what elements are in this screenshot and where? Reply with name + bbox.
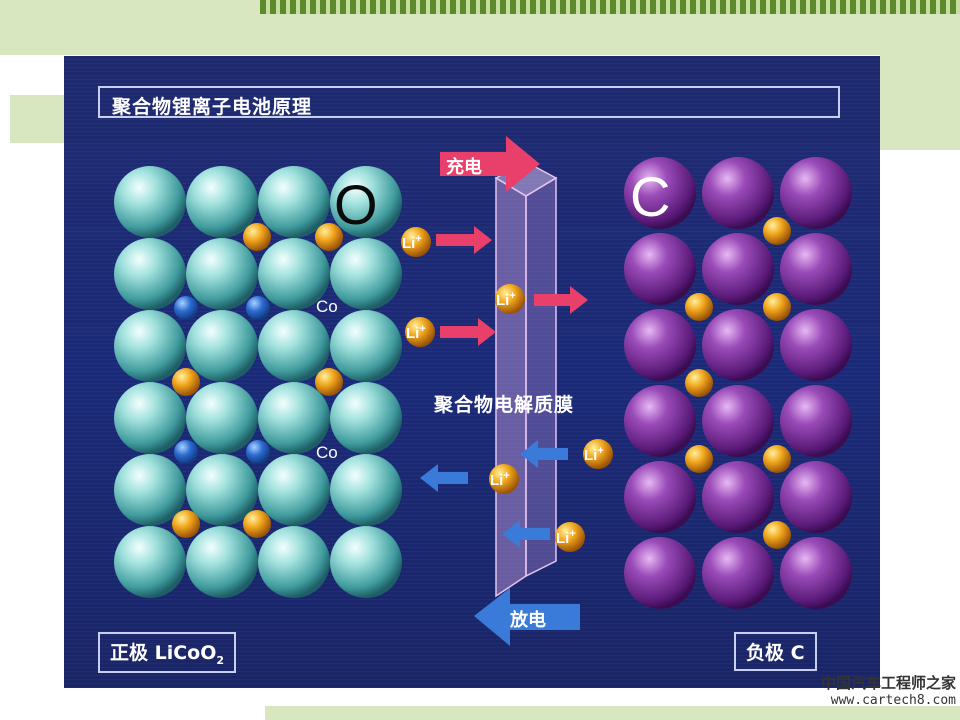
carbon-atom xyxy=(624,157,696,229)
carbon-atom xyxy=(702,461,774,533)
lithium-atom xyxy=(243,510,271,538)
li-ion-discharge-arrows xyxy=(420,440,568,548)
lithium-atom xyxy=(172,368,200,396)
migrating-li-ions xyxy=(401,227,613,552)
lithium-atom xyxy=(763,445,791,473)
cobalt-label: Co xyxy=(316,443,338,462)
lithium-atom xyxy=(763,293,791,321)
oxygen-atom xyxy=(114,382,186,454)
carbon-atom xyxy=(624,309,696,381)
oxygen-symbol: O xyxy=(334,173,378,236)
carbon-symbol: C xyxy=(630,165,670,228)
anode-carbon-lattice xyxy=(624,157,852,609)
slide-footer-band xyxy=(265,706,960,720)
oxygen-atom xyxy=(258,454,330,526)
lithium-atom xyxy=(685,293,713,321)
oxygen-atom xyxy=(114,526,186,598)
cathode-label-text: 正极 LiCoO xyxy=(110,642,217,664)
oxygen-atom xyxy=(114,454,186,526)
carbon-atom xyxy=(624,233,696,305)
anode-label: 负极 C xyxy=(734,632,817,671)
discharge-label: 放电 xyxy=(509,609,546,631)
cathode-label: 正极 LiCoO2 xyxy=(98,632,237,673)
carbon-atom xyxy=(780,157,852,229)
charge-arrow xyxy=(440,136,540,192)
cobalt-atom xyxy=(246,440,270,464)
oxygen-atom xyxy=(258,526,330,598)
slide-right-band xyxy=(880,55,960,150)
battery-diagram-panel: 聚合物锂离子电池原理 xyxy=(64,56,880,688)
discharge-arrow xyxy=(474,588,580,646)
watermark-url: www.cartech8.com xyxy=(830,693,956,708)
oxygen-atom xyxy=(186,526,258,598)
li-ion-labels: Li+ Li+ Li+ Li+ Li+ Li+ xyxy=(402,233,604,547)
oxygen-atom xyxy=(186,310,258,382)
carbon-atom xyxy=(780,461,852,533)
carbon-atom xyxy=(780,537,852,609)
cobalt-label: Co xyxy=(316,297,338,316)
lithium-atom xyxy=(685,369,713,397)
carbon-atom xyxy=(702,233,774,305)
carbon-atom xyxy=(702,537,774,609)
cobalt-labels: Co Co xyxy=(316,297,338,462)
carbon-atom xyxy=(702,309,774,381)
slide-left-tab xyxy=(10,95,70,143)
cobalt-atom xyxy=(246,296,270,320)
li-ion-charge-arrows xyxy=(436,226,588,346)
oxygen-atom xyxy=(330,454,402,526)
oxygen-atom xyxy=(330,526,402,598)
oxygen-atom xyxy=(186,166,258,238)
lithium-atom xyxy=(315,223,343,251)
anode-lithium-atoms xyxy=(685,217,791,549)
oxygen-atom xyxy=(186,382,258,454)
oxygen-atom xyxy=(114,166,186,238)
oxygen-atom xyxy=(330,310,402,382)
slide-header-stripe xyxy=(260,0,960,14)
cathode-label-subscript: 2 xyxy=(216,653,225,667)
oxygen-atom xyxy=(186,454,258,526)
diagram-title: 聚合物锂离子电池原理 xyxy=(112,96,313,118)
carbon-atom xyxy=(780,233,852,305)
watermark: 中国汽车工程师之家 www.cartech8.com xyxy=(821,672,956,708)
oxygen-atom xyxy=(186,238,258,310)
cathode-interstitial-atoms xyxy=(172,223,343,538)
watermark-cn: 中国汽车工程师之家 xyxy=(820,674,956,692)
oxygen-atom xyxy=(114,310,186,382)
title-box: 聚合物锂离子电池原理 xyxy=(98,86,840,118)
cathode-oxygen-lattice xyxy=(114,166,402,598)
carbon-atom xyxy=(780,385,852,457)
lithium-atom xyxy=(763,521,791,549)
membrane-label: 聚合物电解质膜 xyxy=(434,394,575,416)
cobalt-atom xyxy=(174,296,198,320)
oxygen-atom xyxy=(330,166,402,238)
carbon-atom xyxy=(702,157,774,229)
charge-label: 充电 xyxy=(446,156,482,178)
lithium-atom xyxy=(172,510,200,538)
oxygen-atom xyxy=(258,166,330,238)
carbon-atom xyxy=(702,385,774,457)
oxygen-atom xyxy=(258,238,330,310)
cobalt-atom xyxy=(174,440,198,464)
lithium-atom xyxy=(685,445,713,473)
oxygen-atom xyxy=(258,382,330,454)
oxygen-atom xyxy=(258,310,330,382)
anode-label-text: 负极 C xyxy=(746,642,805,664)
carbon-atom xyxy=(780,309,852,381)
carbon-atom xyxy=(624,461,696,533)
battery-diagram: Li+ Li+ Li+ Li+ Li+ Li+ Co Co O C 充电 放电 xyxy=(114,136,852,646)
lithium-atom xyxy=(315,368,343,396)
carbon-atom xyxy=(624,385,696,457)
oxygen-atom xyxy=(330,382,402,454)
carbon-atom xyxy=(624,537,696,609)
oxygen-atom xyxy=(330,238,402,310)
lithium-atom xyxy=(243,223,271,251)
lithium-atom xyxy=(763,217,791,245)
oxygen-atom xyxy=(114,238,186,310)
